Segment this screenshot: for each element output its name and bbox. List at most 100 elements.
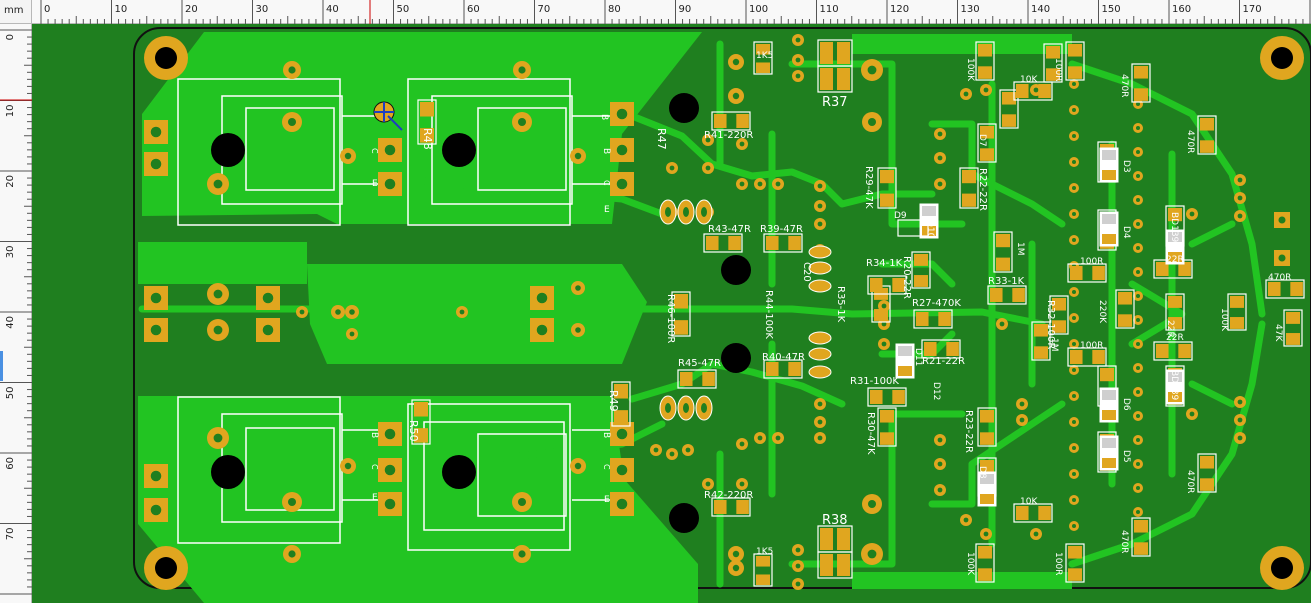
pad-hole [1072,368,1076,372]
pad-hole [575,285,581,291]
pad-hole [213,325,223,335]
pad-hole [384,428,396,440]
resistor-pad [880,170,894,184]
smd-resistor [1067,347,1107,367]
label-r100c: 100R [1080,257,1103,267]
pad-hole [1237,177,1243,183]
resistor-outline [411,399,431,445]
smd-resistor [1165,293,1185,331]
pad-hole [1189,211,1195,217]
ruler-label: 10 [115,4,128,15]
resistor-pad [978,44,992,57]
resistor-outline [677,369,717,389]
diode-band [1168,372,1182,382]
resistor-pad [980,126,994,139]
transistor-die-q1 [245,107,335,191]
resistor-pad [837,528,850,550]
label-r41: R41-220R [704,130,753,141]
resistor-pad [870,390,883,404]
label-r49: R49 [607,390,620,412]
mounting-hole-drill [155,557,177,579]
resistor-pad [996,257,1010,271]
mounting-hole-drill [155,47,177,69]
pad-hole [669,451,675,457]
oval-pad [808,347,832,361]
resistor-pad [756,62,770,74]
ruler-label: 50 [397,4,410,15]
pad-hole [1237,213,1243,219]
transistor-outline-q1 [177,78,341,226]
resistor-pad [1230,296,1244,308]
label-r20: R20-22R [901,256,912,299]
smd-resistor [1131,517,1151,557]
ruler-label: 40 [326,4,339,15]
smd-resistor [1043,43,1063,83]
resistor-pad [1286,312,1300,324]
pad-hole [1072,238,1076,242]
label-r470d: 470R [1185,470,1195,493]
pad-hole [288,550,296,558]
resistor-outline [1067,263,1107,283]
label-r470b: 470R [1185,130,1195,153]
drill-hole [211,133,245,167]
pad-hole [1072,316,1076,320]
pad-hole [685,447,691,453]
resistor-outline [1131,517,1151,557]
pad-hole [683,207,689,217]
resistor-outline [1131,63,1151,103]
resistor-pad [1168,317,1182,329]
smd-resistor [753,41,773,75]
label-k10b: 10K [1020,497,1038,507]
pad-hole [518,550,526,558]
pad-hole [1072,420,1076,424]
resistor-pad [614,410,628,425]
resistor-outline [1067,347,1107,367]
resistor-pad [837,42,850,64]
drill-hole [211,455,245,489]
pad-hole [384,464,396,476]
smd-resistor [703,233,743,253]
smd-resistor [993,231,1013,273]
resistor-pad [938,312,951,326]
resistor-pad [1070,350,1083,364]
smd-resistor [677,369,717,389]
label-r31: R31-100K [850,376,899,387]
pad-hole [701,207,707,217]
smd-resistor [763,359,803,379]
resistor-pad [1100,368,1114,382]
pad-hole [1136,270,1140,274]
resistor-outline [867,275,907,295]
pad-hole [937,155,943,161]
pad-hole [1278,254,1286,262]
pad-hole [817,419,823,425]
pad-hole [1072,134,1076,138]
label-r44: R44-100K [763,290,774,339]
label-e4: E [604,495,610,505]
label-r470a: 470R [1119,74,1129,97]
pad-hole [213,179,223,189]
resistor-pad [420,102,434,117]
pad-hole [963,517,969,523]
resistor-pad [924,342,937,356]
resistor-pad [962,170,976,184]
pad-hole [150,158,162,170]
mounting-holes [144,36,1304,590]
pad-hole [1136,342,1140,346]
resistor-pad [1134,542,1148,555]
pad-hole [1136,102,1140,106]
label-m1a: 1M [1015,242,1025,256]
resistor-outline [711,497,751,517]
label-r100d: 100R [1080,341,1103,351]
resistor-pad [978,546,992,559]
resistor-pad [674,294,688,309]
pad-hole [795,563,801,569]
pad-hole [757,435,763,441]
label-k15a: 1K5 [756,51,773,61]
resistor-pad [674,320,688,335]
pad-hole [739,181,745,187]
pad-hole [518,118,526,126]
resistor-outline [977,407,997,447]
